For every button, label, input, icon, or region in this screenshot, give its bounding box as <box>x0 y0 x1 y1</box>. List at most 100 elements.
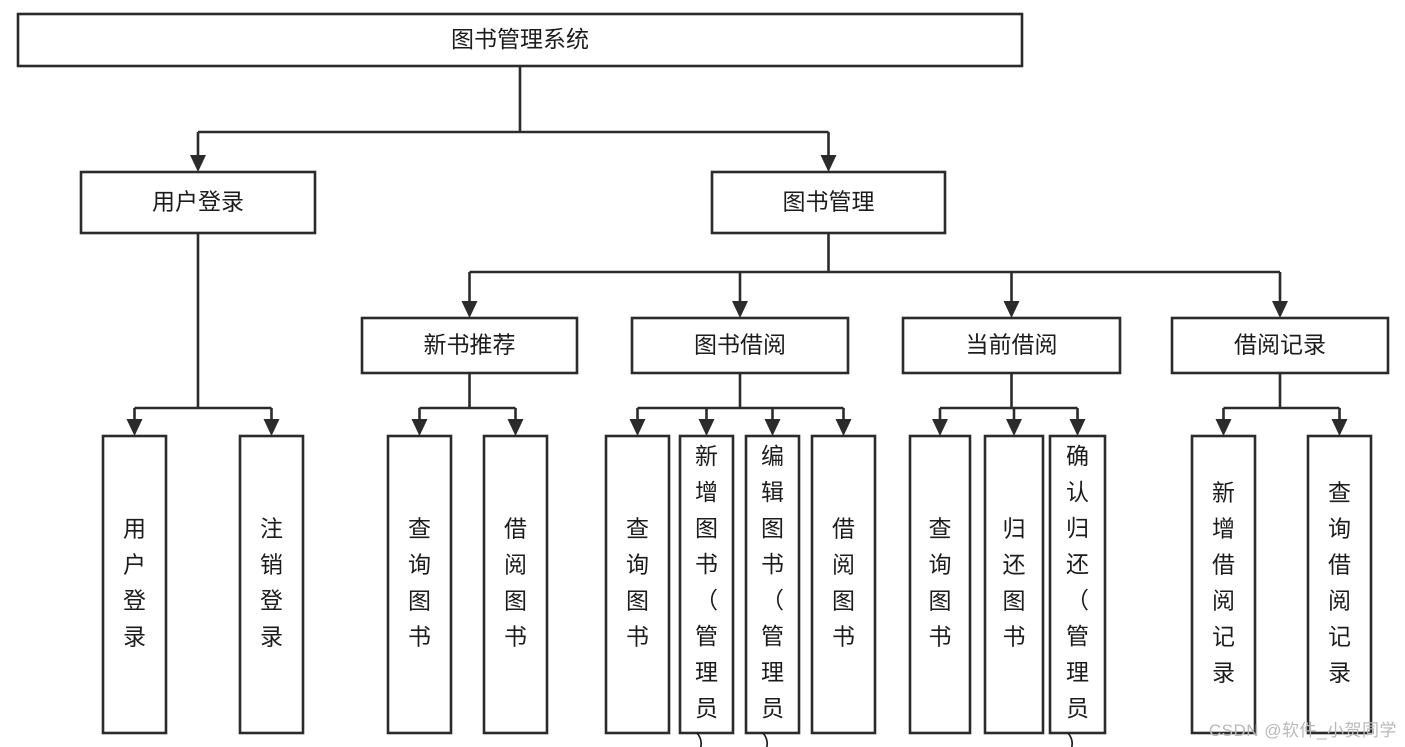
node-leaf-query-book-current-label: 查询图书 <box>929 516 952 650</box>
node-user-login-box[interactable] <box>79 170 317 235</box>
arrow-head-icon <box>190 155 206 172</box>
node-leaf-borrow-book-recommend[interactable]: 借阅图书 <box>482 434 549 735</box>
node-book-borrow-label: 图书借阅 <box>694 332 786 358</box>
node-user-login-label: 用户登录 <box>152 189 244 215</box>
arrow-head-icon <box>932 419 948 436</box>
node-root-root-box[interactable] <box>16 12 1024 68</box>
arrow-down-icon <box>507 408 524 436</box>
node-leaf-logout-label: 注销登录 <box>260 516 283 650</box>
node-book-management-label: 图书管理 <box>783 189 875 215</box>
node-leaf-query-book-current-box[interactable] <box>908 434 972 735</box>
node-new-book-recommend-label: 新书推荐 <box>424 332 516 358</box>
node-borrow-record-label: 借阅记录 <box>1234 332 1326 358</box>
node-leaf-confirm-return-box[interactable] <box>1048 434 1107 735</box>
node-leaf-logout[interactable]: 注销登录 <box>238 434 305 735</box>
arrow-down-icon <box>263 408 280 436</box>
node-current-borrow-label: 当前借阅 <box>966 332 1058 358</box>
node-leaf-edit-book-box[interactable] <box>744 434 801 735</box>
node-leaf-user-login-box[interactable] <box>101 434 168 735</box>
node-leaf-query-book-recommend-box[interactable] <box>386 434 453 735</box>
node-new-book-recommend-box[interactable] <box>360 316 579 375</box>
arrow-down-icon <box>1331 408 1348 436</box>
node-leaf-add-book[interactable]: 新增图书（管理员） <box>678 434 735 747</box>
arrow-head-icon <box>126 419 143 436</box>
arrow-head-icon <box>835 419 852 436</box>
node-leaf-add-book-box[interactable] <box>678 434 735 735</box>
arrow-head-icon <box>820 155 837 172</box>
node-borrow-record-box[interactable] <box>1170 316 1390 375</box>
arrow-down-icon <box>1272 272 1288 318</box>
node-leaf-confirm-return[interactable]: 确认归还（管理员） <box>1048 434 1107 747</box>
node-leaf-return-book[interactable]: 归还图书 <box>983 434 1045 735</box>
node-leaf-query-book-borrow[interactable]: 查询图书 <box>604 434 671 735</box>
arrow-down-icon <box>1003 272 1020 318</box>
arrow-down-icon <box>698 408 715 436</box>
arrow-head-icon <box>732 301 748 318</box>
node-leaf-add-borrow-record[interactable]: 新增借阅记录 <box>1190 434 1257 735</box>
node-leaf-edit-book[interactable]: 编辑图书（管理员） <box>744 434 801 747</box>
arrow-down-icon <box>411 408 428 436</box>
node-leaf-add-book-label: 新增图书（管理员） <box>695 443 718 747</box>
arrow-head-icon <box>1003 301 1020 318</box>
node-leaf-borrow-book[interactable]: 借阅图书 <box>810 434 877 735</box>
node-leaf-logout-box[interactable] <box>238 434 305 735</box>
node-current-borrow-box[interactable] <box>901 316 1122 375</box>
node-leaf-query-book-borrow-box[interactable] <box>604 434 671 735</box>
node-leaf-borrow-book-recommend-label: 借阅图书 <box>504 516 527 650</box>
node-leaf-query-book-current[interactable]: 查询图书 <box>908 434 972 735</box>
node-leaf-borrow-book-box[interactable] <box>810 434 877 735</box>
node-borrow-record[interactable]: 借阅记录 <box>1170 316 1390 375</box>
node-leaf-query-book-borrow-label: 查询图书 <box>626 516 649 650</box>
arrow-down-icon <box>764 408 781 436</box>
node-book-management-box[interactable] <box>710 170 947 235</box>
arrow-head-icon <box>1069 419 1086 436</box>
arrow-down-icon <box>820 132 837 172</box>
node-leaf-edit-book-label: 编辑图书（管理员） <box>761 443 784 747</box>
arrow-down-icon <box>1215 408 1232 436</box>
arrow-head-icon <box>1215 419 1232 436</box>
arrow-head-icon <box>764 419 781 436</box>
node-leaf-query-book-recommend[interactable]: 查询图书 <box>386 434 453 735</box>
node-new-book-recommend[interactable]: 新书推荐 <box>360 316 579 375</box>
node-leaf-return-book-label: 归还图书 <box>1003 516 1026 650</box>
node-user-login[interactable]: 用户登录 <box>79 170 317 235</box>
arrow-down-icon <box>1006 408 1022 436</box>
node-leaf-query-borrow-record-box[interactable] <box>1306 434 1373 735</box>
arrow-head-icon <box>1006 419 1022 436</box>
arrow-down-icon <box>126 408 143 436</box>
node-leaf-borrow-book-label: 借阅图书 <box>832 516 855 650</box>
node-book-borrow-box[interactable] <box>630 316 850 375</box>
arrow-down-icon <box>190 132 206 172</box>
node-current-borrow[interactable]: 当前借阅 <box>901 316 1122 375</box>
arrow-head-icon <box>507 419 524 436</box>
node-book-management[interactable]: 图书管理 <box>710 170 947 235</box>
arrow-down-icon <box>835 408 852 436</box>
connector-edges-layer <box>126 66 1348 436</box>
node-leaf-query-borrow-record[interactable]: 查询借阅记录 <box>1306 434 1373 735</box>
node-root-root-label: 图书管理系统 <box>451 26 589 52</box>
arrow-head-icon <box>411 419 428 436</box>
node-leaf-return-book-box[interactable] <box>983 434 1045 735</box>
arrow-down-icon <box>732 272 748 318</box>
arrow-head-icon <box>1331 419 1348 436</box>
node-root-root[interactable]: 图书管理系统 <box>16 12 1024 68</box>
node-leaf-add-borrow-record-box[interactable] <box>1190 434 1257 735</box>
csdn-watermark: CSDN @软件_小贺同学 <box>1208 721 1397 740</box>
arrow-head-icon <box>263 419 280 436</box>
node-leaf-borrow-book-recommend-box[interactable] <box>482 434 549 735</box>
node-leaf-add-borrow-record-label: 新增借阅记录 <box>1212 480 1235 686</box>
node-leaf-query-borrow-record-label: 查询借阅记录 <box>1328 480 1351 686</box>
arrow-head-icon <box>698 419 715 436</box>
diagram-nodes-layer: 图书管理系统用户登录图书管理新书推荐图书借阅当前借阅借阅记录用户登录注销登录查询… <box>16 12 1390 747</box>
node-leaf-confirm-return-label: 确认归还（管理员） <box>1066 443 1089 747</box>
arrow-head-icon <box>1272 301 1288 318</box>
node-leaf-user-login[interactable]: 用户登录 <box>101 434 168 735</box>
arrow-down-icon <box>461 272 478 318</box>
arrow-head-icon <box>461 301 478 318</box>
node-book-borrow[interactable]: 图书借阅 <box>630 316 850 375</box>
node-leaf-user-login-label: 用户登录 <box>123 516 146 650</box>
arrow-down-icon <box>1069 408 1086 436</box>
arrow-down-icon <box>629 408 646 436</box>
